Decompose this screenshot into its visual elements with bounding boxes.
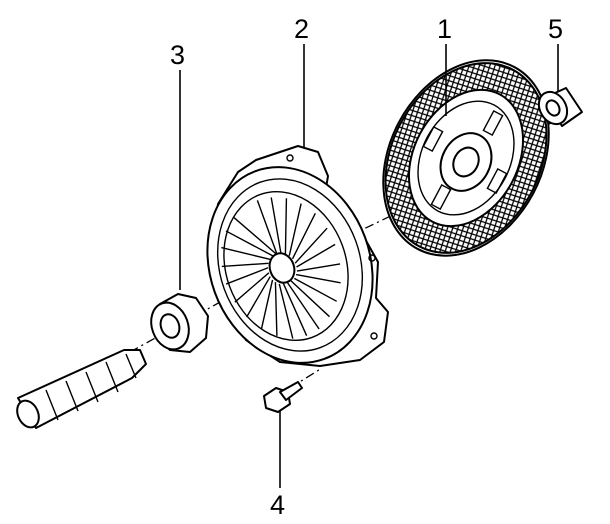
callout-2: 2 bbox=[294, 14, 309, 44]
callout-4: 4 bbox=[270, 490, 285, 520]
input-shaft bbox=[16, 349, 147, 429]
callout-5: 5 bbox=[548, 14, 563, 44]
release-bearing bbox=[150, 293, 209, 353]
pressure-plate bbox=[206, 145, 389, 367]
callout-3: 3 bbox=[170, 40, 185, 70]
callout-1: 1 bbox=[437, 14, 452, 44]
clutch-disc bbox=[382, 59, 550, 257]
bolt bbox=[263, 381, 303, 413]
